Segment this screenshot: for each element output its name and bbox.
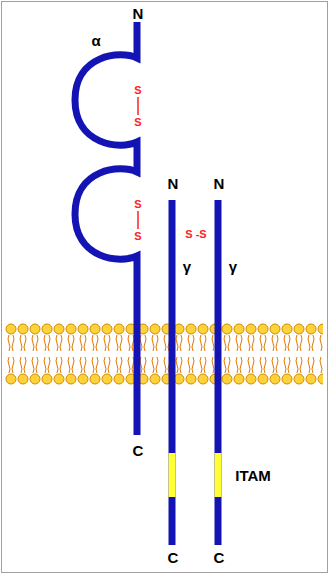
terminus-label: C xyxy=(133,443,144,458)
chain-name: γ xyxy=(183,259,191,274)
disulfide-bond xyxy=(137,211,139,229)
itam-segment xyxy=(169,453,176,497)
sulfur-label: S xyxy=(134,231,141,242)
motif-label: ITAM xyxy=(235,468,271,483)
gamma-chain xyxy=(215,200,222,545)
terminus-label: C xyxy=(168,550,179,565)
terminus-label: N xyxy=(214,176,225,191)
sulfur-label: S xyxy=(134,85,141,96)
chain-name: γ xyxy=(229,259,237,274)
lipid-bilayer xyxy=(5,320,323,386)
terminus-label: C xyxy=(214,550,225,565)
disulfide-label: S -S xyxy=(185,229,206,240)
chain-name: α xyxy=(91,33,100,48)
terminus-label: N xyxy=(133,6,144,21)
gamma-chain xyxy=(169,200,176,545)
terminus-label: N xyxy=(168,176,179,191)
sulfur-label: S xyxy=(134,199,141,210)
itam-segment xyxy=(215,453,222,497)
alpha-chain xyxy=(75,22,137,435)
sulfur-label: S xyxy=(134,117,141,128)
disulfide-bond xyxy=(137,97,139,115)
